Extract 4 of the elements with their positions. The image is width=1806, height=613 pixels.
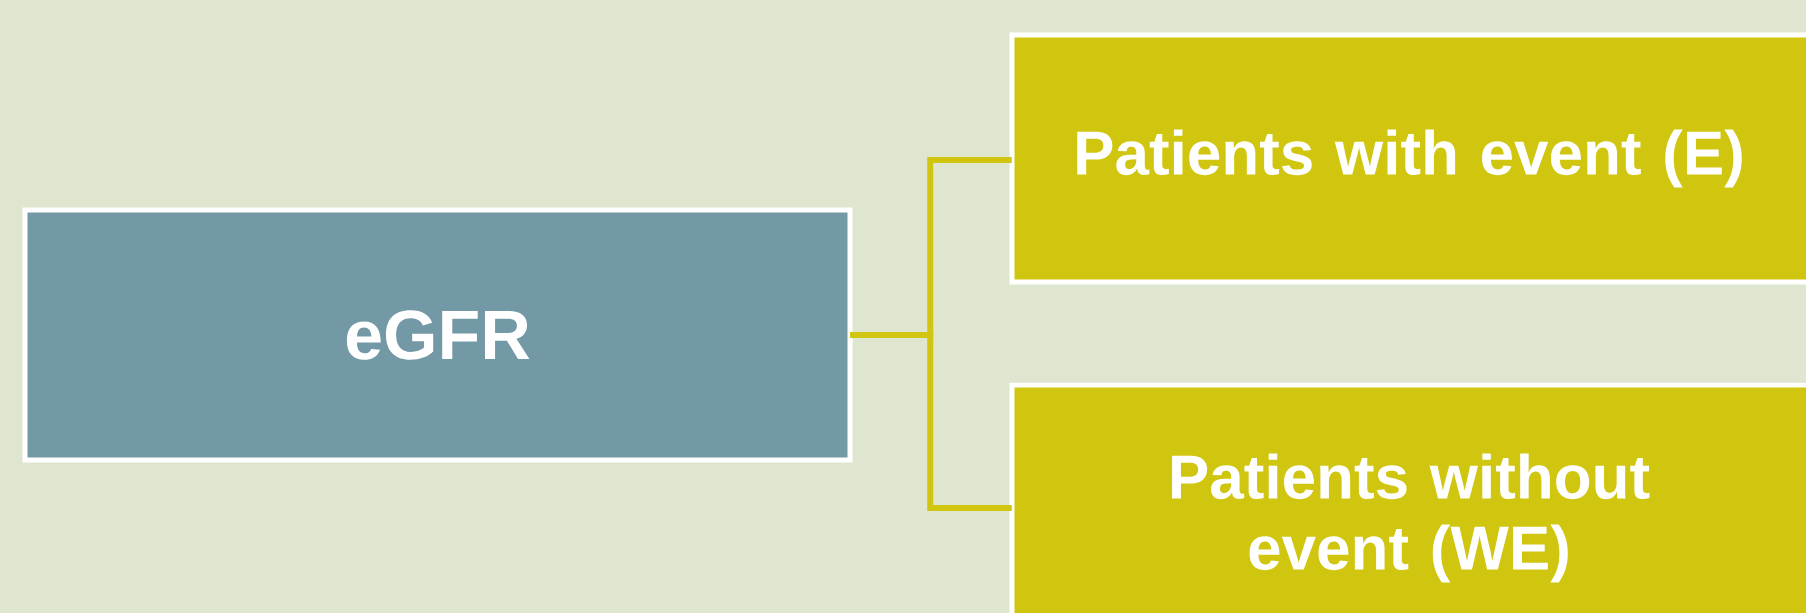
connector-line — [850, 332, 1012, 511]
process-box: Patients without event (WE) — [1009, 382, 1806, 613]
process-box: eGFR — [22, 207, 853, 463]
process-box: Patients with event (E) — [1009, 32, 1806, 285]
